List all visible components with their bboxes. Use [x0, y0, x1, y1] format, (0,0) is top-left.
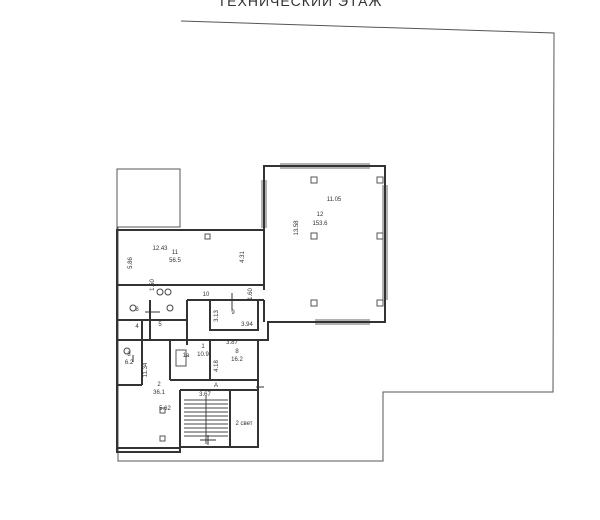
- room-2-height: 11.34: [143, 362, 149, 377]
- room-1a-number: 1а: [183, 353, 190, 359]
- room-5-number: 5: [158, 322, 162, 328]
- room-11-width: 12.43: [152, 246, 168, 252]
- room-3-area: 6.2: [125, 360, 134, 366]
- page-title: ТЕХНИЧЕСКИЙ ЭТАЖ: [217, 0, 383, 9]
- room-12-area: 153.6: [312, 221, 328, 227]
- columns: [159, 176, 384, 442]
- room-8-area: 16.2: [231, 357, 243, 363]
- room-1-area: 10.9: [197, 352, 209, 358]
- room-8-width: 3.87: [226, 340, 238, 346]
- room-11-side: 4.31: [240, 251, 246, 263]
- room-10-dim-b: 1.60: [248, 288, 254, 300]
- door-marks: [132, 293, 264, 445]
- building-walls: [116, 165, 386, 453]
- roof-outline: [116, 20, 555, 462]
- room-10-number: 10: [203, 292, 210, 298]
- stair-label: А: [214, 383, 218, 389]
- room-1-number: 1: [201, 344, 205, 350]
- room-9-number: 9: [231, 310, 235, 316]
- room-9-height: 3.13: [214, 310, 220, 322]
- room-2-number: 2: [157, 382, 161, 388]
- room-6-number: 6: [135, 307, 139, 313]
- room-2-area: 36.1: [153, 390, 165, 396]
- room-9-width: 3.94: [241, 322, 253, 328]
- stair-treads: [184, 396, 228, 444]
- room-12-depth: 13.58: [294, 220, 300, 236]
- fixtures: [123, 288, 174, 355]
- room-2svet-label: 2 свет: [235, 421, 252, 427]
- room-2-width: 5.62: [159, 406, 171, 412]
- room-12-width: 11.05: [327, 197, 342, 203]
- stair-dim: 3.67: [199, 392, 211, 398]
- room-11-number: 11: [172, 250, 179, 256]
- windows: [261, 163, 388, 325]
- room-11-area: 56.5: [169, 258, 181, 264]
- room-12-number: 12: [317, 212, 324, 218]
- room-10-dim-a: 1.50: [150, 279, 156, 291]
- room-8-height: 4.18: [214, 360, 220, 372]
- room-4-number: 4: [135, 324, 139, 330]
- room-3-number: 3: [127, 352, 131, 358]
- room-8-number: 8: [235, 349, 239, 355]
- room-11-depth: 5.86: [128, 257, 134, 269]
